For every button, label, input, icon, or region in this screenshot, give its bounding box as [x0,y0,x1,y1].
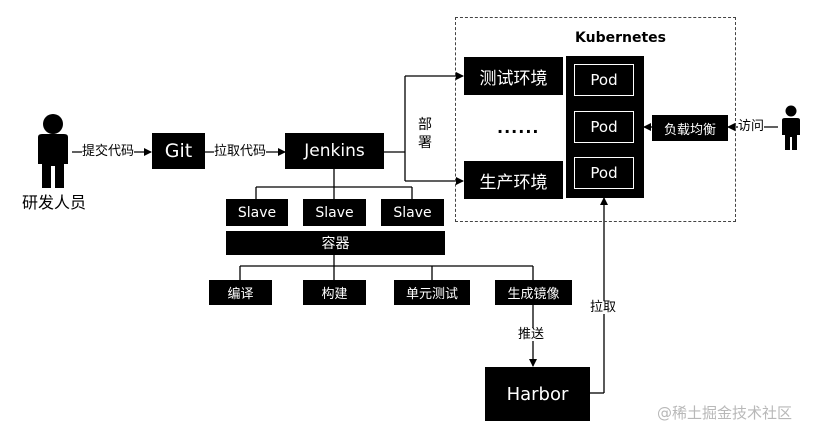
developer-person-icon [38,114,68,188]
kubernetes-title: Kubernetes [575,30,666,46]
slave-node-2: Slave [303,199,366,226]
step-build-image: 生成镜像 [495,280,572,305]
pull-code-label: 拉取代码 [214,144,267,159]
developer-label: 研发人员 [22,193,87,212]
step-compile: 编译 [209,280,272,305]
git-node: Git [152,133,205,169]
env-ellipsis: ...... [497,118,540,137]
deploy-label: 部署 [418,117,432,151]
slave-node-1: Slave [226,199,288,226]
container-bar: 容器 [226,231,445,255]
step-build: 构建 [303,280,366,305]
access-label: 访问 [738,119,765,134]
load-balancer-node: 负载均衡 [652,115,728,141]
pull-label: 拉取 [590,300,617,315]
kubernetes-cluster [455,17,736,222]
harbor-node: Harbor [485,367,590,421]
push-label: 推送 [518,327,545,342]
step-unit-test: 单元测试 [394,280,470,305]
jenkins-node: Jenkins [285,133,384,169]
watermark: @稀土掘金技术社区 [657,404,793,422]
prod-env-node: 生产环境 [464,161,563,199]
pod-2: Pod [574,111,634,143]
visitor-person-icon [782,105,800,150]
pod-1: Pod [574,64,634,96]
submit-code-label: 提交代码 [82,144,135,159]
pod-3: Pod [574,157,634,189]
slave-node-3: Slave [381,199,444,226]
test-env-node: 测试环境 [464,57,563,95]
